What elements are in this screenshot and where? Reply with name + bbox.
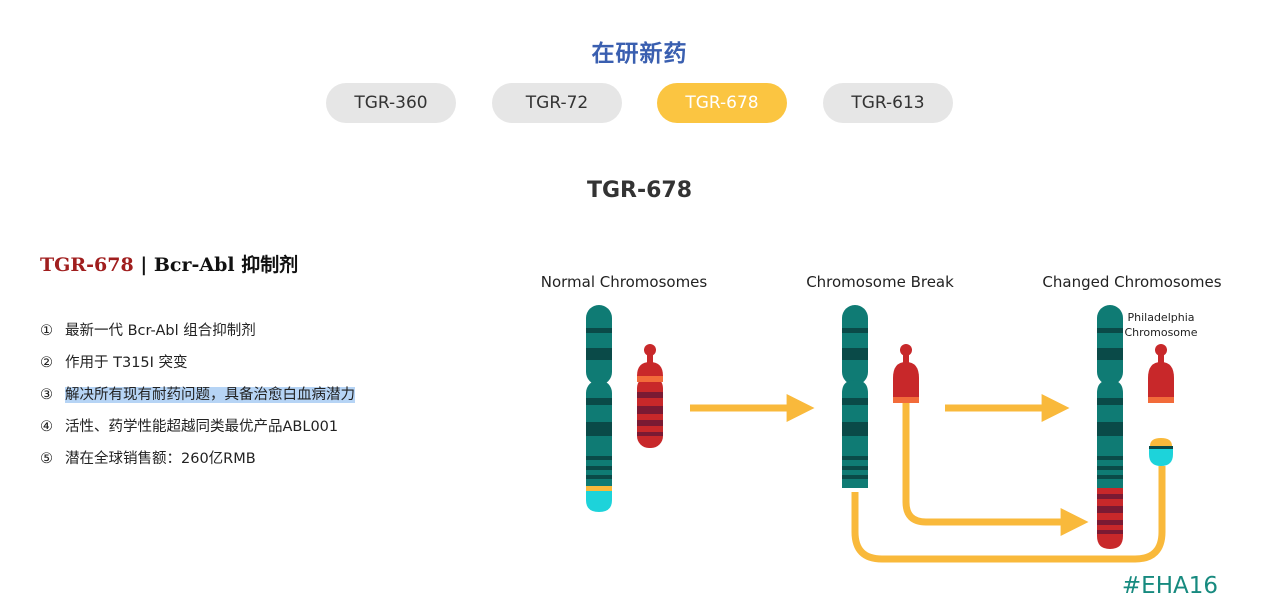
arrow-red-fragment-swap xyxy=(902,403,1089,536)
feature-number: ① xyxy=(40,323,53,339)
tab-tgr-678[interactable]: TGR-678 xyxy=(657,83,787,123)
changed-chromosome-cyan-tip xyxy=(1149,438,1173,466)
feature-text: 作用于 T315I 突变 xyxy=(65,355,188,371)
hashtag-label: #EHA16 xyxy=(1122,573,1218,599)
title-separator: | xyxy=(133,254,154,276)
normal-chromosome-red xyxy=(637,344,663,448)
feature-item: ⑤ 潜在全球销售额：260亿RMB xyxy=(40,448,355,480)
normal-chromosome-teal xyxy=(586,305,612,512)
feature-text: 活性、药学性能超越同类最优产品ABL001 xyxy=(65,419,339,435)
drug-subtitle: Bcr-Abl 抑制剂 xyxy=(153,254,299,276)
changed-chromosome-teal-red xyxy=(1097,305,1123,549)
feature-list: ① 最新一代 Bcr-Abl 组合抑制剂 ② 作用于 T315I 突变 ③ 解决所有现… xyxy=(40,320,355,480)
feature-text: 潜在全球销售额：260亿RMB xyxy=(65,451,256,467)
product-heading: TGR-678 xyxy=(586,178,693,203)
label-philadelphia-chromosome: Chromosome xyxy=(1124,326,1197,339)
feature-item: ④ 活性、药学性能超越同类最优产品ABL001 xyxy=(40,416,355,448)
tab-tgr-613[interactable]: TGR-613 xyxy=(823,83,953,123)
feature-number: ③ xyxy=(40,387,53,403)
feature-number: ② xyxy=(40,355,53,371)
feature-text-highlighted: 解决所有现有耐药问题，具备治愈白血病潜力 xyxy=(65,387,355,403)
feature-item: ③ 解决所有现有耐药问题，具备治愈白血病潜力 xyxy=(40,384,355,416)
feature-number: ⑤ xyxy=(40,451,53,467)
tab-tgr-72[interactable]: TGR-72 xyxy=(492,83,622,123)
label-changed-chromosomes: Changed Chromosomes xyxy=(1042,273,1221,291)
feature-item: ② 作用于 T315I 突变 xyxy=(40,352,355,384)
section-title: 在研新药 xyxy=(591,41,688,67)
tab-tgr-360[interactable]: TGR-360 xyxy=(326,83,456,123)
label-philadelphia: Philadelphia xyxy=(1127,311,1194,324)
break-chromosome-teal xyxy=(842,305,868,488)
drug-title: TGR-678 | Bcr-Abl 抑制剂 xyxy=(40,250,298,277)
feature-number: ④ xyxy=(40,419,53,435)
label-chromosome-break: Chromosome Break xyxy=(806,273,954,291)
feature-text: 最新一代 Bcr-Abl 组合抑制剂 xyxy=(65,323,256,339)
label-normal-chromosomes: Normal Chromosomes xyxy=(541,273,708,291)
chromosome-diagram: Normal Chromosomes Chromosome Break Chan… xyxy=(520,260,1265,604)
feature-item: ① 最新一代 Bcr-Abl 组合抑制剂 xyxy=(40,320,355,352)
drug-code: TGR-678 xyxy=(40,254,134,276)
break-chromosome-red xyxy=(893,344,919,403)
changed-chromosome-red-small xyxy=(1148,344,1174,403)
tab-bar: TGR-360 TGR-72 TGR-678 TGR-613 xyxy=(326,83,966,124)
arrow-teal-tip-swap xyxy=(851,466,1166,563)
